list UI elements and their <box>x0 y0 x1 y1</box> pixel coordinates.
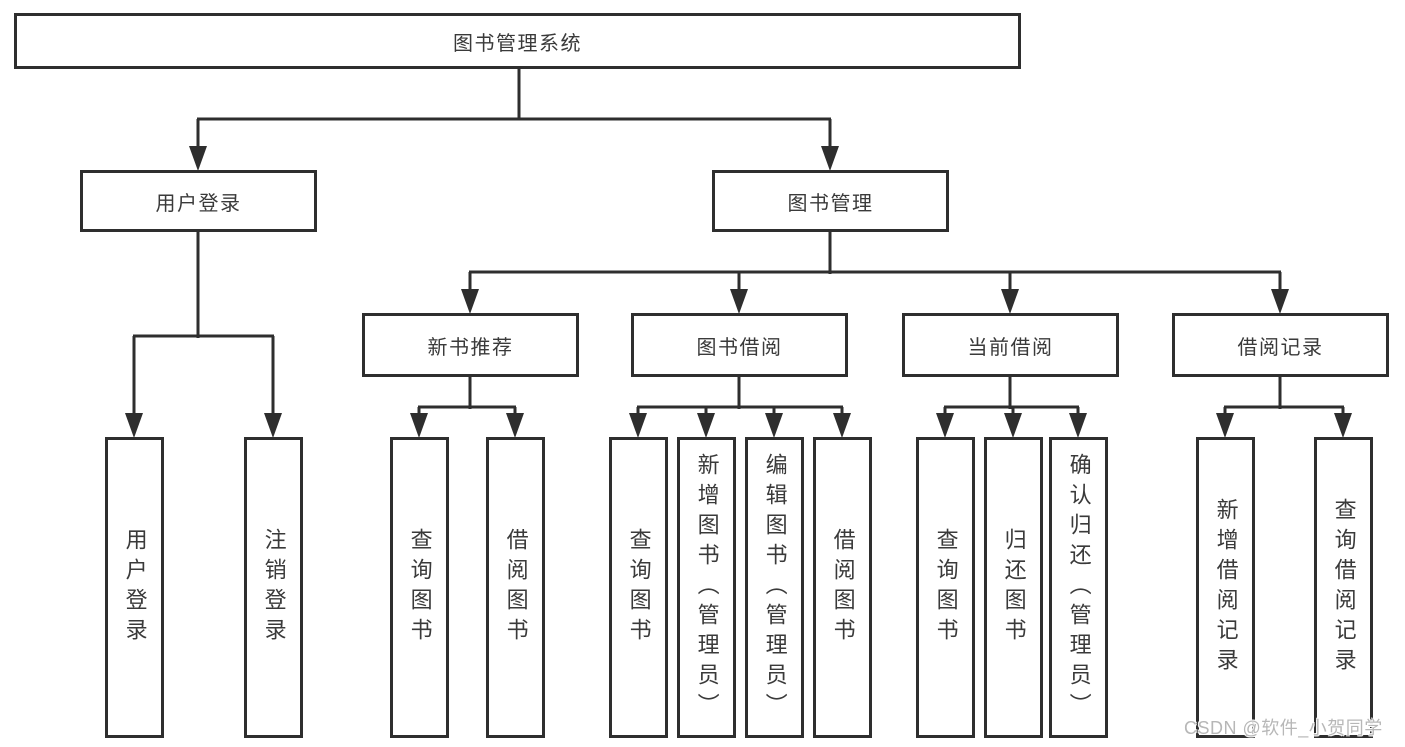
node-leaf-query-books-recommend: 查询图书 <box>390 437 449 738</box>
node-leaf-add-borrow-record: 新增借阅记录 <box>1196 437 1255 738</box>
node-label: 新书推荐 <box>427 336 514 359</box>
node-label: 查询图书 <box>407 527 433 648</box>
node-leaf-query-borrow-record: 查询借阅记录 <box>1314 437 1373 738</box>
node-label: 借阅图书 <box>830 527 856 648</box>
node-leaf-query-books-borrowing: 查询图书 <box>609 437 668 738</box>
node-leaf-logout: 注销登录 <box>244 437 303 738</box>
node-book-borrowing: 图书借阅 <box>631 313 848 377</box>
node-label: 借阅图书 <box>503 527 529 648</box>
node-leaf-add-book-admin: 新增图书（管理员） <box>677 437 736 738</box>
node-label: 用户登录 <box>155 192 242 215</box>
node-label: 确认归还（管理员） <box>1066 452 1092 723</box>
node-book-management: 图书管理 <box>712 170 949 232</box>
node-leaf-confirm-return-admin: 确认归还（管理员） <box>1049 437 1108 738</box>
node-leaf-query-books-current: 查询图书 <box>916 437 975 738</box>
node-library-management-system: 图书管理系统 <box>14 13 1021 69</box>
node-label: 借阅记录 <box>1237 336 1324 359</box>
node-label: 图书管理 <box>787 192 874 215</box>
node-label: 归还图书 <box>1001 527 1027 648</box>
node-leaf-user-login: 用户登录 <box>105 437 164 738</box>
node-user-login: 用户登录 <box>80 170 317 232</box>
node-borrowing-records: 借阅记录 <box>1172 313 1389 377</box>
node-leaf-edit-book-admin: 编辑图书（管理员） <box>745 437 804 738</box>
node-label: 编辑图书（管理员） <box>762 452 788 723</box>
node-label: 查询图书 <box>933 527 959 648</box>
node-label: 查询借阅记录 <box>1331 497 1357 678</box>
node-leaf-return-books: 归还图书 <box>984 437 1043 738</box>
node-label: 用户登录 <box>122 527 148 648</box>
node-label: 当前借阅 <box>967 336 1054 359</box>
node-label: 新增图书（管理员） <box>694 452 720 723</box>
node-label: 查询图书 <box>626 527 652 648</box>
watermark-text: CSDN @软件_小贺同学 <box>1184 718 1383 738</box>
node-leaf-borrow-books-recommend: 借阅图书 <box>486 437 545 738</box>
node-label: 图书借阅 <box>696 336 783 359</box>
node-label: 新增借阅记录 <box>1213 497 1239 678</box>
node-leaf-borrow-books-borrowing: 借阅图书 <box>813 437 872 738</box>
node-label: 图书管理系统 <box>453 32 582 55</box>
node-label: 注销登录 <box>261 527 287 648</box>
node-new-book-recommendation: 新书推荐 <box>362 313 579 377</box>
node-current-borrowing: 当前借阅 <box>902 313 1119 377</box>
